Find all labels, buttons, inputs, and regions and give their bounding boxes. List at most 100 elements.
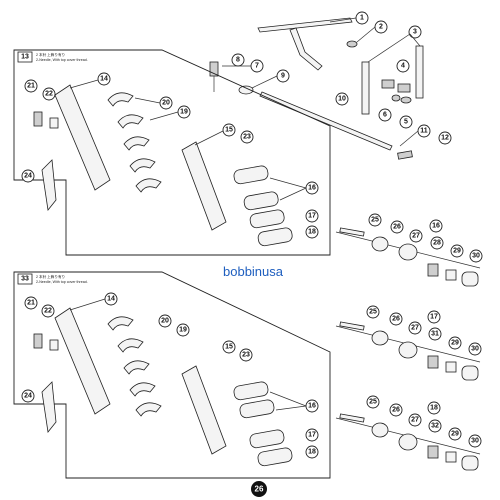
svg-text:19: 19: [180, 109, 188, 116]
svg-text:25: 25: [371, 217, 379, 224]
top-callout-15: 15: [222, 123, 236, 137]
bottom-note-line2: 2-Needle, With top cover thread.: [36, 280, 88, 284]
page-number: 26: [255, 485, 264, 494]
top-callout-20: 20: [159, 96, 173, 110]
row18-callout-27: 27: [408, 413, 422, 427]
svg-text:26: 26: [393, 224, 401, 231]
svg-text:30: 30: [472, 253, 480, 260]
row16-callout-25: 25: [368, 213, 382, 227]
bottom-callout-20: 20: [158, 314, 172, 328]
svg-text:22: 22: [44, 308, 52, 315]
top-callout-16: 16: [305, 181, 319, 195]
svg-text:32: 32: [431, 423, 439, 430]
watermark-text: bobbinusa: [223, 264, 284, 279]
top-section-frame: [13, 49, 331, 256]
callout-11: 11: [417, 124, 431, 138]
svg-text:22: 22: [45, 91, 53, 98]
row18-callout-32: 32: [428, 419, 442, 433]
svg-text:16: 16: [432, 223, 440, 230]
top-note-line2: 2-Needle, With top cover thread.: [36, 58, 88, 62]
svg-text:5: 5: [404, 119, 408, 126]
bottom-box-label: 33: [21, 276, 29, 283]
bottom-note-line1: 2 本針 上飾り有り: [36, 274, 65, 279]
bottom-section-frame: [13, 271, 331, 479]
top-box-label-frame: [17, 51, 33, 63]
top-callout-19: 19: [177, 105, 191, 119]
top-callout-14: 14: [97, 72, 111, 86]
callouts: 1 2 3 4 5 6 7 8 9 10 11 12 14 21 22 20 1…: [21, 11, 483, 459]
bottom-box-label-frame: [17, 273, 33, 285]
row16-callout-16: 16: [429, 219, 443, 233]
svg-text:30: 30: [471, 346, 479, 353]
callout-8: 8: [231, 53, 245, 67]
svg-text:8: 8: [236, 57, 240, 64]
bottom-part-22: [49, 339, 59, 351]
bottom-part-24: [41, 381, 57, 433]
svg-text:15: 15: [225, 344, 233, 351]
svg-text:21: 21: [27, 300, 35, 307]
svg-text:18: 18: [430, 405, 438, 412]
svg-text:14: 14: [107, 296, 115, 303]
row16-callout-27: 27: [409, 229, 423, 243]
row16-callout-30: 30: [469, 249, 483, 263]
svg-text:6: 6: [383, 112, 387, 119]
bottom-part-21: [33, 333, 43, 349]
part-2: [346, 40, 358, 48]
svg-text:15: 15: [225, 127, 233, 134]
svg-text:21: 21: [27, 83, 35, 90]
bottom-callout-23: 23: [239, 348, 253, 362]
svg-text:27: 27: [411, 417, 419, 424]
callout-9: 9: [276, 69, 290, 83]
right-exploded-row-18: [335, 413, 481, 471]
svg-text:29: 29: [451, 340, 459, 347]
part-6: [391, 94, 401, 102]
bottom-hooks: [107, 316, 162, 417]
svg-text:16: 16: [308, 403, 316, 410]
callout-7: 7: [250, 59, 264, 73]
part-5: [400, 96, 412, 104]
part-4-b: [397, 83, 411, 93]
row18-callout-25: 25: [366, 395, 380, 409]
svg-text:7: 7: [255, 63, 259, 70]
svg-text:20: 20: [161, 318, 169, 325]
row17-callout-31: 31: [428, 327, 442, 341]
svg-text:4: 4: [401, 63, 405, 70]
svg-text:18: 18: [308, 229, 316, 236]
bottom-callout-21: 21: [24, 296, 38, 310]
top-tension-cones: [233, 165, 293, 247]
svg-text:23: 23: [242, 352, 250, 359]
bottom-callout-17: 17: [305, 428, 319, 442]
bottom-callout-16: 16: [305, 399, 319, 413]
row17-callout-25: 25: [366, 305, 380, 319]
right-exploded-row-17: [335, 321, 481, 381]
row17-callout-26: 26: [389, 312, 403, 326]
callout-4: 4: [396, 59, 410, 73]
svg-text:17: 17: [308, 213, 316, 220]
bottom-callout-14: 14: [104, 292, 118, 306]
part-3-rod-b: [415, 45, 424, 99]
part-12: [397, 150, 413, 160]
svg-text:23: 23: [243, 134, 251, 141]
right-exploded-row-16: [335, 227, 481, 287]
part-1-bar: [257, 17, 353, 33]
svg-text:30: 30: [471, 438, 479, 445]
svg-text:25: 25: [369, 309, 377, 316]
svg-text:17: 17: [430, 314, 438, 321]
top-box-label: 13: [21, 54, 29, 61]
svg-text:11: 11: [420, 128, 428, 135]
svg-text:2: 2: [379, 24, 383, 31]
top-callout-23: 23: [240, 130, 254, 144]
bottom-part-15-plate: [181, 365, 227, 455]
svg-text:9: 9: [281, 73, 285, 80]
svg-text:12: 12: [441, 135, 449, 142]
page-number-badge: 26: [251, 481, 267, 497]
svg-text:26: 26: [392, 407, 400, 414]
top-callout-21: 21: [24, 79, 38, 93]
top-callout-22: 22: [42, 87, 56, 101]
leader-lines: [69, 17, 421, 411]
row16-callout-26: 26: [390, 220, 404, 234]
callout-12: 12: [438, 131, 452, 145]
svg-text:17: 17: [308, 432, 316, 439]
row18-callout-18: 18: [427, 401, 441, 415]
